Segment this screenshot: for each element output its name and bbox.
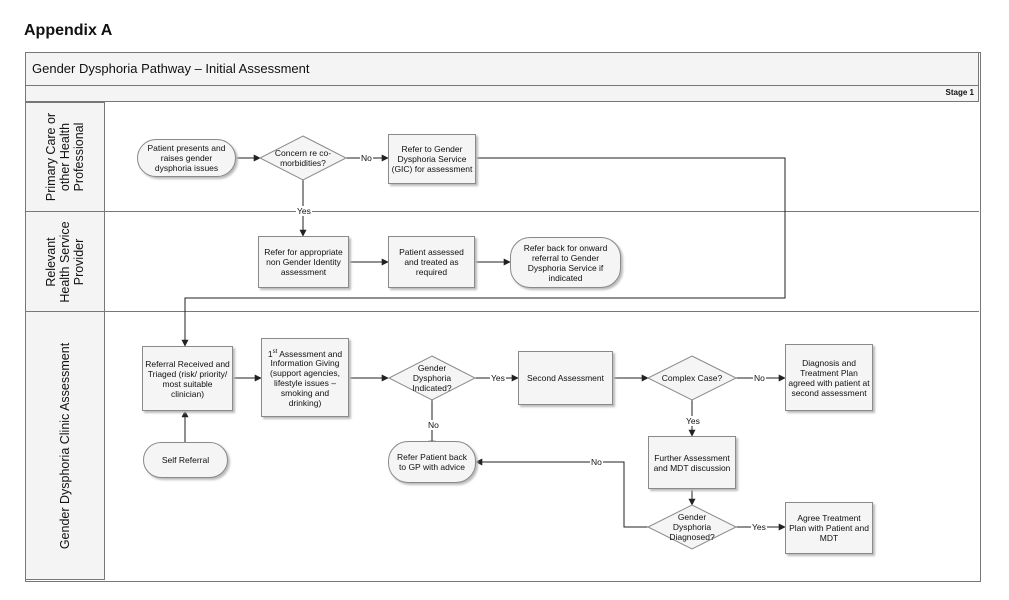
diamond-gd-indicated xyxy=(387,355,477,401)
diamond-complex-case xyxy=(646,355,738,401)
node-gd-indicated: Gender Dysphoria Indicated? xyxy=(412,363,452,393)
edge-label-indicated-yes: Yes xyxy=(490,373,506,383)
node-second-assessment: Second Assessment xyxy=(518,351,613,405)
node-referral-received: Referral Received and Triaged (risk/ pri… xyxy=(142,346,233,411)
appendix-heading: Appendix A xyxy=(24,22,113,39)
diamond-concern xyxy=(258,135,348,181)
node-refer-gp: Refer Patient back to GP with advice xyxy=(388,441,476,483)
node-refer-back-onward: Refer back for onward referral to Gender… xyxy=(510,237,621,288)
first-assessment-text: 1st Assessment and Information Giving (s… xyxy=(267,348,343,409)
edge-diagnosed-no-to-gp xyxy=(475,458,648,528)
pathway-title-bar: Gender Dysphoria Pathway – Initial Asses… xyxy=(25,52,979,86)
edge-label-complex-no: No xyxy=(753,373,766,383)
node-concern-comorbidities: Concern re co-morbidities? xyxy=(274,148,332,168)
edge-label-concern-no: No xyxy=(360,153,373,163)
edge-label-concern-yes: Yes xyxy=(296,206,312,216)
lane-header-primary-care: Primary Care or other Health Professiona… xyxy=(25,102,105,212)
node-further-assessment: Further Assessment and MDT discussion xyxy=(648,436,736,489)
edge-gic-to-referral xyxy=(181,157,786,347)
edge-label-complex-yes: Yes xyxy=(685,416,701,426)
node-refer-gic: Refer to Gender Dysphoria Service (GIC) … xyxy=(388,134,476,184)
edge-label-diagnosed-no: No xyxy=(590,457,603,467)
stage-bar: Stage 1 xyxy=(25,86,979,102)
node-agree-treatment: Agree Treatment Plan with Patient and MD… xyxy=(785,502,873,554)
edge-label-indicated-no: No xyxy=(427,420,440,430)
first-assessment-rest: Assessment and Information Giving (suppo… xyxy=(270,348,343,409)
lane-header-health-service: Relevant Health Service Provider xyxy=(25,211,105,312)
stage-label: Stage 1 xyxy=(945,88,974,97)
diamond-gd-diagnosed xyxy=(646,504,738,550)
node-gd-diagnosed: Gender Dysphoria Diagnosed? xyxy=(669,512,715,542)
pathway-title: Gender Dysphoria Pathway – Initial Asses… xyxy=(32,61,310,76)
lane-header-gd-clinic: Gender Dysphoria Clinic Assessment xyxy=(25,311,105,580)
edge-label-diagnosed-yes: Yes xyxy=(751,522,767,532)
node-diagnosis-plan: Diagnosis and Treatment Plan agreed with… xyxy=(785,344,873,411)
node-first-assessment: 1st Assessment and Information Giving (s… xyxy=(261,338,349,417)
lane-divider-2 xyxy=(25,311,979,312)
first-assessment-sup: st xyxy=(272,348,278,355)
node-refer-non-gi: Refer for appropriate non Gender Identit… xyxy=(258,236,349,288)
node-complex-case: Complex Case? xyxy=(661,373,723,383)
node-patient-assessed: Patient assessed and treated as required xyxy=(388,236,475,288)
lane-divider-1 xyxy=(25,211,979,212)
node-patient-presents: Patient presents and raises gender dysph… xyxy=(137,139,236,177)
node-self-referral: Self Referral xyxy=(143,442,228,478)
